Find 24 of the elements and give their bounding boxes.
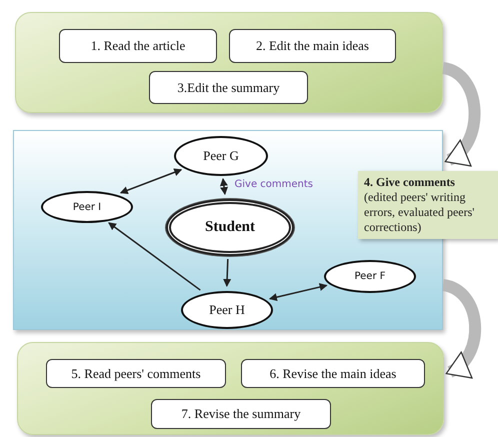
step-box: 6. Revise the main ideas	[241, 359, 425, 388]
arrow	[223, 258, 232, 287]
curved-block-arrow	[441, 279, 481, 378]
arrow	[120, 168, 182, 194]
step-box: 2. Edit the main ideas	[229, 29, 396, 63]
student-ellipse: Student	[166, 199, 294, 256]
arrow	[220, 178, 228, 196]
arrow	[268, 283, 328, 301]
peer-ellipse: Peer H	[181, 291, 273, 329]
note-heading: 4. Give comments	[364, 175, 456, 190]
arrow	[108, 222, 201, 291]
edge-label: Give comments	[234, 178, 313, 190]
panel	[15, 12, 443, 113]
step-box: 3.Edit the summary	[149, 71, 308, 104]
curved-block-arrow	[441, 62, 480, 166]
panel	[17, 342, 444, 435]
note-body: (edited peers' writing errors, evaluated peers' corrections)	[364, 190, 476, 235]
step-box: 1. Read the article	[59, 29, 217, 63]
peer-ellipse: Peer G	[174, 136, 268, 176]
note-box	[358, 171, 498, 239]
peer-ellipse: Peer I	[41, 191, 133, 223]
step-box: 7. Revise the summary	[151, 399, 331, 429]
peer-ellipse: Peer F	[324, 260, 416, 293]
step-box: 5. Read peers' comments	[46, 359, 226, 388]
